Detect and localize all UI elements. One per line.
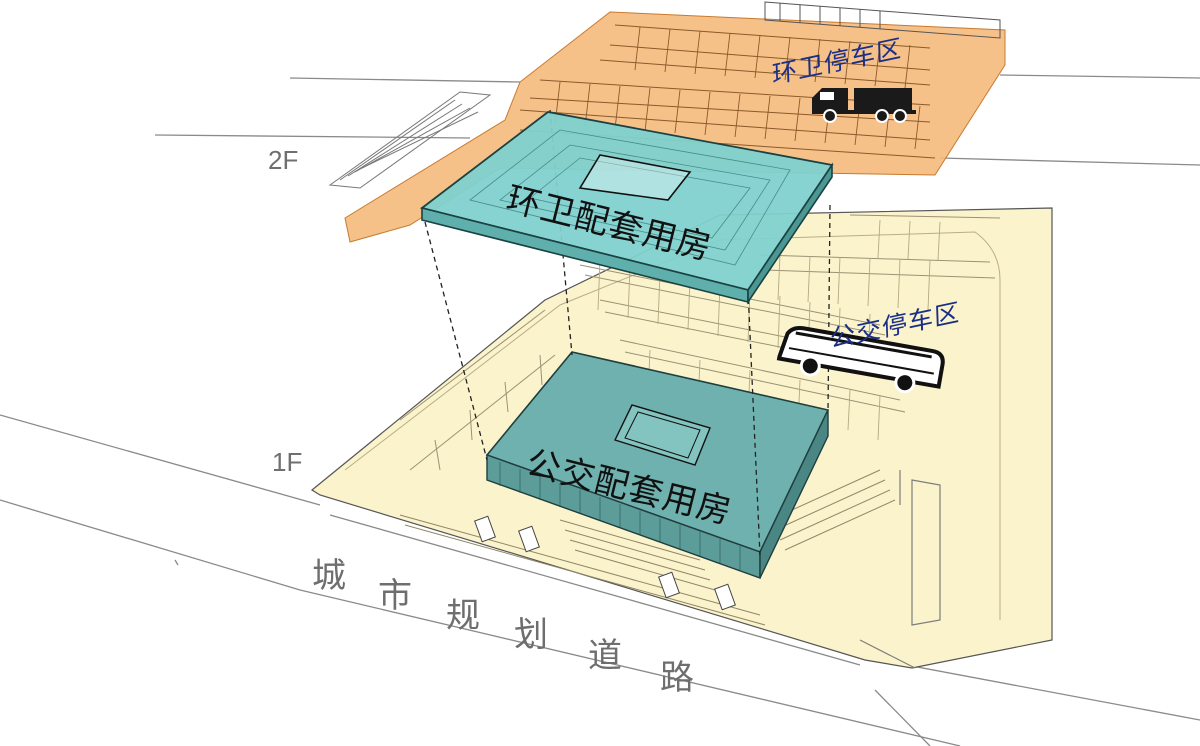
floor-label-2f: 2F	[268, 145, 299, 175]
sanitation-support-building	[419, 111, 834, 305]
road-name-char: 划	[514, 615, 548, 655]
bus-support-building	[485, 351, 830, 579]
road-name-char: 市	[378, 576, 412, 616]
road-name-char: 道	[588, 636, 622, 676]
road-name-char: 路	[660, 658, 694, 698]
truck-icon	[812, 88, 916, 123]
road-name-char: 规	[446, 596, 480, 636]
bus-icon	[776, 326, 945, 394]
road-name-char: 城	[312, 556, 346, 596]
floor-label-1f: 1F	[272, 447, 303, 477]
road-lines	[0, 74, 1200, 746]
second-floor-slab	[328, 1, 1006, 243]
